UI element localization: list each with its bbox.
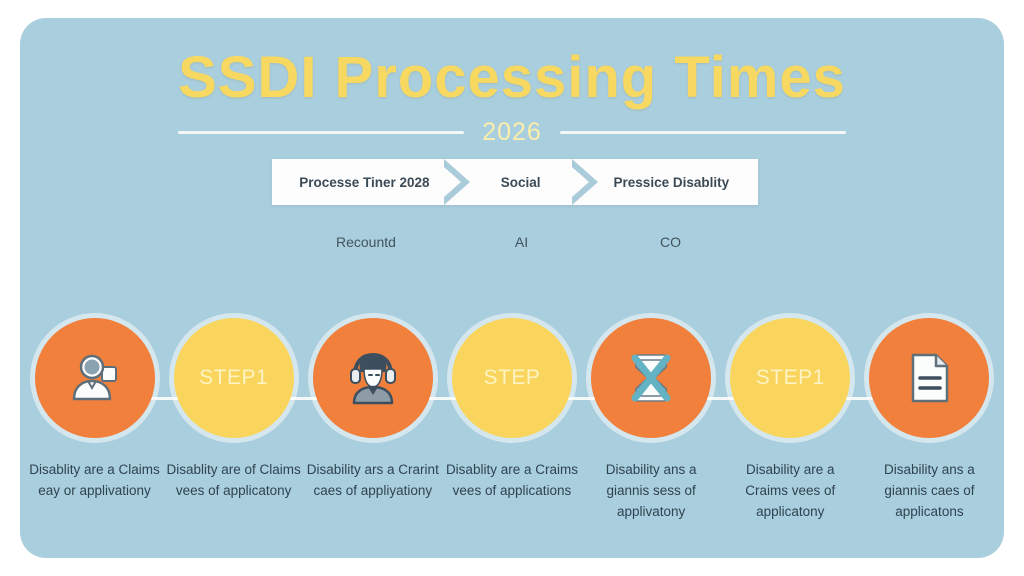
subtitle-row: 2026 [20, 118, 1004, 147]
subtitle-year: 2026 [482, 118, 542, 146]
step-circle[interactable]: STEP1 [173, 318, 294, 438]
step-circle[interactable] [591, 318, 712, 438]
step-caption: Disablity are of Claims vees of applicat… [166, 462, 301, 498]
step-connector [703, 397, 738, 400]
document-icon [912, 353, 949, 403]
banner-sublabel-3: CO [660, 234, 682, 250]
step-item[interactable]: Disability ans a giannis sess of appliva… [564, 318, 721, 523]
step-item[interactable]: STEP1 Disablity are of Claims vees of ap… [147, 318, 303, 502]
step-caption: Disablity are a Claims eay or applivatio… [29, 462, 160, 498]
subtitle-rule-left [178, 131, 465, 134]
step-caption: Disability ars a Crarint caes of appliya… [306, 462, 439, 498]
banner-segment-2-label: Social [500, 174, 541, 190]
step-connector [286, 397, 321, 400]
banner-segment-2[interactable]: Social [457, 159, 598, 205]
step-number-label: STEP [483, 366, 541, 389]
chevron-banner: Processe Tiner 2028 Social Pressice Disa… [272, 159, 758, 205]
step-item[interactable]: Disablity are a Claims eay or applivatio… [25, 318, 164, 502]
step-caption: Disability are a Craims vees of applicat… [745, 462, 836, 519]
hourglass-icon [631, 354, 671, 402]
step-circle[interactable] [34, 318, 155, 438]
step-caption: Disability ans a giannis sess of appliva… [605, 462, 697, 519]
step-circle[interactable]: STEP1 [730, 318, 851, 438]
step-item[interactable]: STEP1 Disability are a Craims vees of ap… [703, 318, 860, 523]
user-avatar-icon [72, 354, 117, 401]
infographic-card: SSDI Processing Times 2026 Processe Tine… [20, 18, 1004, 558]
step-circle[interactable] [312, 318, 433, 438]
step-item[interactable]: STEP Disablity are a Craims vees of appl… [425, 318, 581, 502]
banner-segment-1-label: Processe Tiner 2028 [299, 174, 430, 190]
step-number-label: STEP1 [199, 366, 269, 389]
steps-row: Disablity are a Claims eay or applivatio… [25, 318, 999, 523]
step-connector [147, 397, 182, 400]
step-number-label: STEP1 [755, 366, 825, 389]
banner-segment-1[interactable]: Processe Tiner 2028 [272, 159, 470, 205]
step-item[interactable]: Disability ars a Crarint caes of appliya… [286, 318, 442, 502]
banner-sublabel-1: Recountd [335, 234, 396, 250]
step-circle[interactable]: STEP [451, 318, 572, 438]
chevron-right-icon [571, 159, 598, 205]
subtitle-rule-right [559, 131, 846, 134]
step-connector [842, 397, 877, 400]
page-title: SSDI Processing Times [178, 45, 846, 110]
banner-segment-3[interactable]: Pressice Disablity [585, 159, 758, 205]
step-connector [564, 397, 599, 400]
headset-support-icon [349, 352, 396, 405]
step-connector [425, 397, 460, 400]
banner-segment-3-label: Pressice Disablity [613, 174, 730, 190]
step-item[interactable]: Disability ans a giannis caes of applica… [842, 318, 999, 523]
step-circle[interactable] [869, 318, 990, 438]
banner-sublabel-2: AI [514, 234, 529, 250]
banner-sublabels: Recountd AI CO [272, 228, 758, 256]
step-caption: Disability ans a giannis caes of applica… [884, 462, 975, 519]
chevron-right-icon [443, 159, 470, 205]
step-caption: Disablity are a Craims vees of applicati… [445, 462, 578, 498]
